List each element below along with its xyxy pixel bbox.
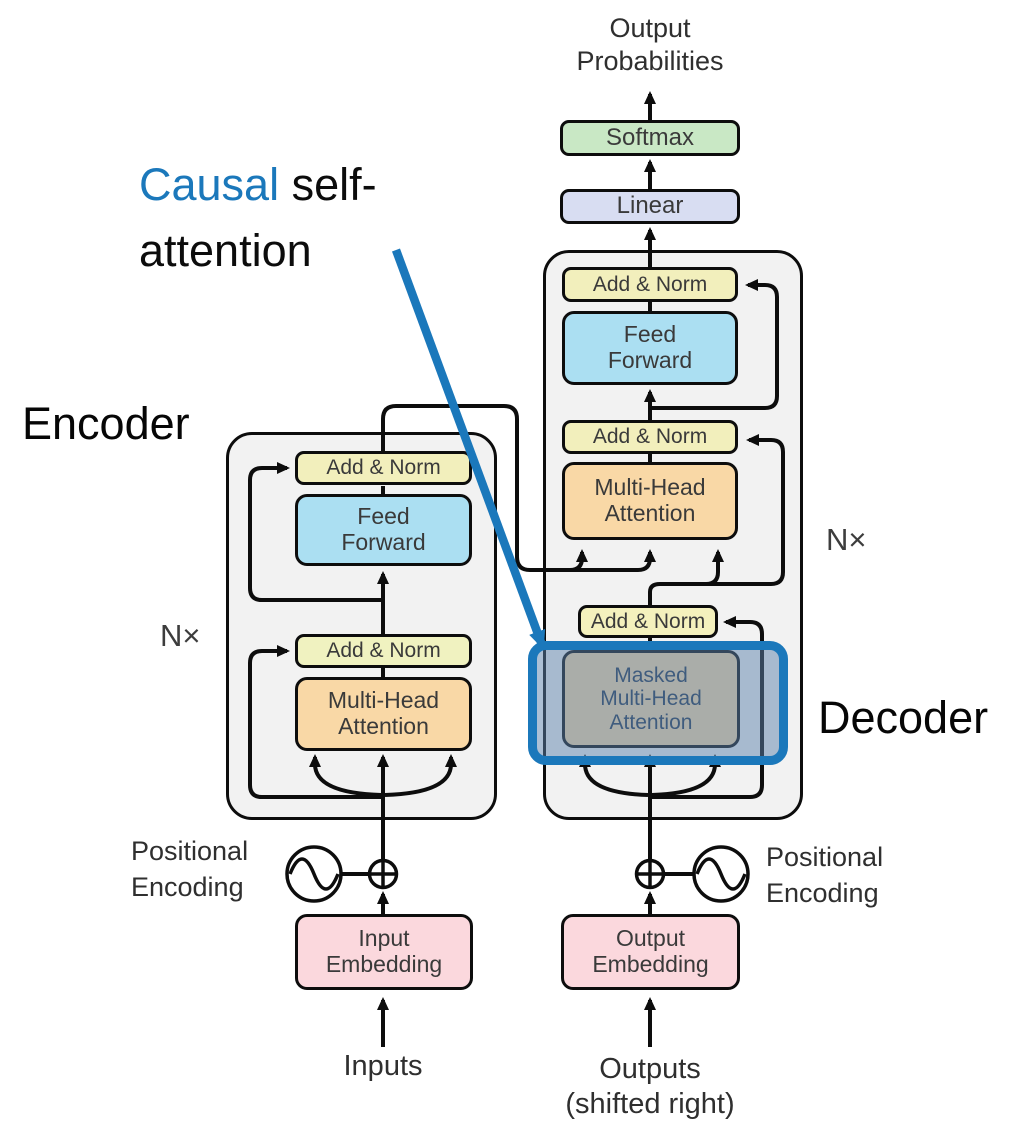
sine-wave <box>288 857 340 891</box>
decoder-ff-addnorm-block: Add & Norm <box>562 267 738 302</box>
input-embedding-block: Input Embedding <box>295 914 473 990</box>
causal-attention-highlight-box <box>528 641 788 765</box>
causal-self-attention-annotation: Causal self- attention <box>139 159 377 276</box>
decoder-label: Decoder <box>818 692 989 743</box>
softmax-block: Softmax <box>560 120 740 156</box>
nx-right-label: N× <box>826 522 867 557</box>
encoder-feedforward-block: Feed Forward <box>295 494 472 566</box>
positional-encoding-right-label: Positional Encoding <box>766 842 884 908</box>
plus-circle-icon <box>367 858 399 890</box>
softmax-label: Softmax <box>605 123 695 151</box>
outputs-label: Outputs (shifted right) <box>565 1053 735 1121</box>
decoder-masked-addnorm-block: Add & Norm <box>578 605 718 638</box>
linear-label: Linear <box>616 192 684 220</box>
decoder-crossattn-mha-block: Multi-Head Attention <box>562 462 738 540</box>
encoder-mha-addnorm-block: Add & Norm <box>295 634 472 668</box>
output-embedding-block: Output Embedding <box>561 914 740 990</box>
sine-wave-circle-icon <box>692 845 750 903</box>
causal-word: Causal <box>139 159 280 210</box>
encoder-stack-container <box>226 432 497 820</box>
linear-block: Linear <box>560 189 740 224</box>
nx-left-label: N× <box>160 618 201 653</box>
decoder-feedforward-block: Feed Forward <box>562 311 738 385</box>
encoder-mha-block: Multi-Head Attention <box>295 677 472 751</box>
decoder-crossattn-addnorm-block: Add & Norm <box>562 420 738 454</box>
positional-encoding-left-label: Positional Encoding <box>131 836 249 902</box>
plus-circle-icon <box>634 858 666 890</box>
encoder-ff-addnorm-block: Add & Norm <box>295 451 472 485</box>
output-probabilities-label: Output Probabilities <box>576 13 724 77</box>
encoder-label: Encoder <box>22 398 190 449</box>
sine-wave <box>695 857 747 891</box>
sine-wave-circle-icon <box>285 845 343 903</box>
inputs-label: Inputs <box>343 1050 423 1082</box>
